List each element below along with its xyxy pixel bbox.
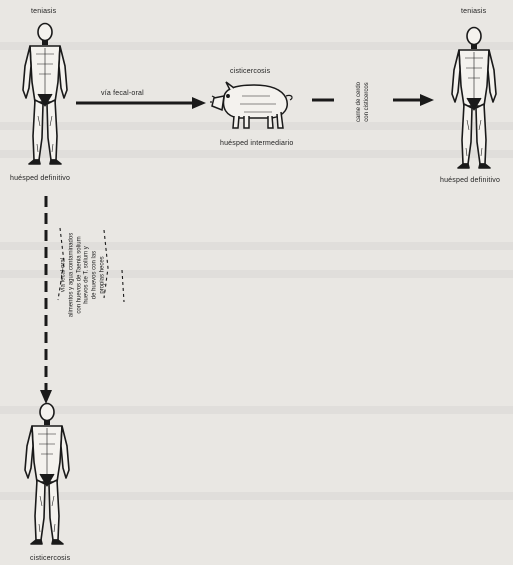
top-right-title: teniasis [461, 8, 486, 15]
fecal-oral-arrow [76, 97, 206, 109]
pork-meat-label-line-1: carne de cerdo [355, 82, 363, 122]
top-left-title: teniasis [31, 8, 56, 15]
definitive-host-left-figure [23, 24, 67, 165]
vertical-label-line-1: vía fecal-oral [61, 233, 69, 317]
pig-caption: huésped intermediario [220, 140, 293, 147]
vertical-fecal-oral-arrow [40, 196, 52, 404]
vertical-label-line-3: con huevos de Taenia solium [76, 233, 84, 317]
bottom-caption: cisticercosis [30, 555, 70, 562]
pig-title: cisticercosis [230, 68, 270, 75]
pork-meat-label-line-2: con cisticercos [363, 82, 371, 122]
cysticercosis-human-figure [25, 404, 69, 545]
host-right-caption: huésped definitivo [440, 177, 500, 184]
vertical-label-line-2: alimentos y agua contaminados [68, 233, 76, 317]
definitive-host-right-figure [452, 28, 496, 169]
vertical-label-line-6: propias heces [100, 233, 108, 317]
vertical-label-line-5: de huevos con las [92, 233, 100, 317]
pork-meat-label: carne de cerdo con cisticercos [355, 82, 371, 122]
pork-meat-arrow [312, 94, 434, 106]
host-left-caption: huésped definitivo [10, 175, 70, 182]
fecal-oral-label: vía fecal-oral [101, 90, 144, 97]
vertical-label-line-4: huevos de T. solium y [84, 233, 92, 317]
vertical-transmission-label: vía fecal-oral alimentos y agua contamin… [61, 233, 108, 317]
pig-figure [210, 82, 292, 128]
